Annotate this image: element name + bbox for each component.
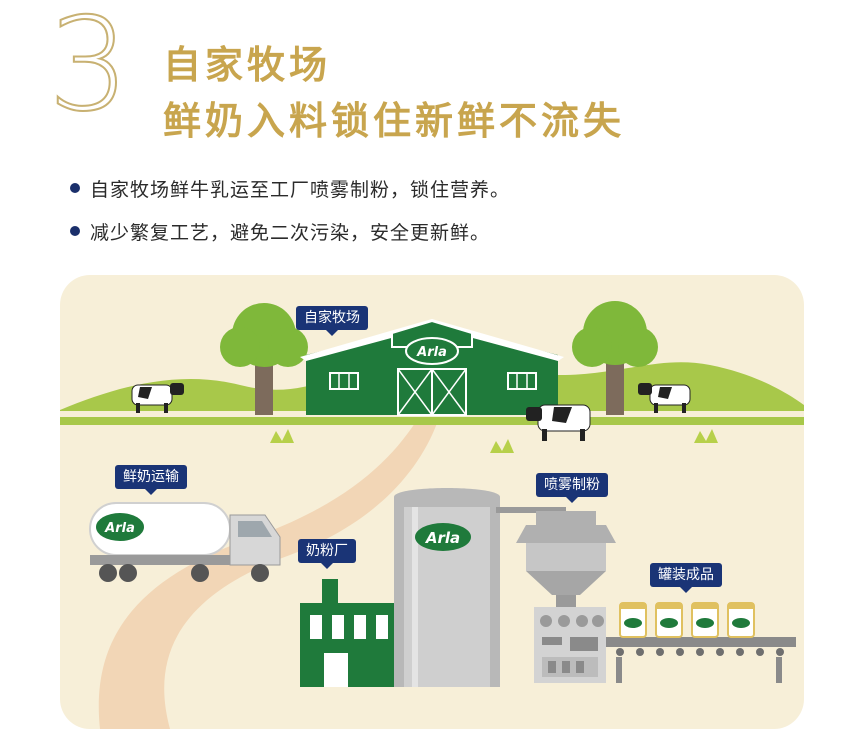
silo-tower: Arla bbox=[394, 488, 566, 687]
spray-dryer bbox=[516, 511, 616, 683]
silo-logo-text: Arla bbox=[425, 529, 460, 547]
milk-can bbox=[655, 602, 683, 638]
label-transport: 鲜奶运输 bbox=[115, 465, 187, 495]
cow-left bbox=[131, 383, 184, 413]
grass-tuft bbox=[490, 439, 514, 453]
bullet-text: 自家牧场鲜牛乳运至工厂喷雾制粉，锁住营养。 bbox=[90, 178, 511, 201]
scene-artwork: Arla bbox=[60, 275, 804, 729]
truck-logo-text: Arla bbox=[104, 521, 135, 536]
title-line-1: 自家牧场 bbox=[163, 43, 332, 87]
barn-logo-text: Arla bbox=[416, 345, 447, 360]
road bbox=[98, 415, 440, 729]
label-spray-drying: 喷雾制粉 bbox=[536, 473, 608, 503]
milk-can bbox=[727, 602, 755, 638]
bullet-text: 减少繁复工艺，避免二次污染，安全更新鲜。 bbox=[90, 221, 491, 244]
bullet-dot bbox=[70, 226, 80, 236]
milk-can bbox=[619, 602, 647, 638]
title-line-2: 鲜奶入料锁住新鲜不流失 bbox=[163, 99, 626, 143]
label-factory: 奶粉厂 bbox=[298, 539, 356, 569]
process-illustration: Arla bbox=[60, 275, 804, 729]
milk-truck: Arla bbox=[89, 502, 281, 582]
tree-left bbox=[220, 303, 308, 415]
label-canning: 罐装成品 bbox=[650, 563, 722, 593]
conveyor bbox=[606, 637, 796, 683]
step-number: 3 bbox=[47, 0, 130, 140]
bullet-item: 减少繁复工艺，避免二次污染，安全更新鲜。 bbox=[70, 215, 510, 247]
factory bbox=[300, 579, 406, 687]
grass-tuft bbox=[270, 429, 294, 443]
cow-right bbox=[638, 383, 691, 413]
label-farm: 自家牧场 bbox=[296, 306, 368, 336]
tree-right bbox=[572, 301, 658, 415]
barn: Arla bbox=[300, 319, 564, 416]
cow-center bbox=[526, 404, 591, 441]
grass-tuft bbox=[694, 429, 718, 443]
bullet-item: 自家牧场鲜牛乳运至工厂喷雾制粉，锁住营养。 bbox=[70, 172, 510, 204]
milk-can bbox=[691, 602, 719, 638]
bullet-list: 自家牧场鲜牛乳运至工厂喷雾制粉，锁住营养。 减少繁复工艺，避免二次污染，安全更新… bbox=[70, 172, 510, 258]
bullet-dot bbox=[70, 183, 80, 193]
